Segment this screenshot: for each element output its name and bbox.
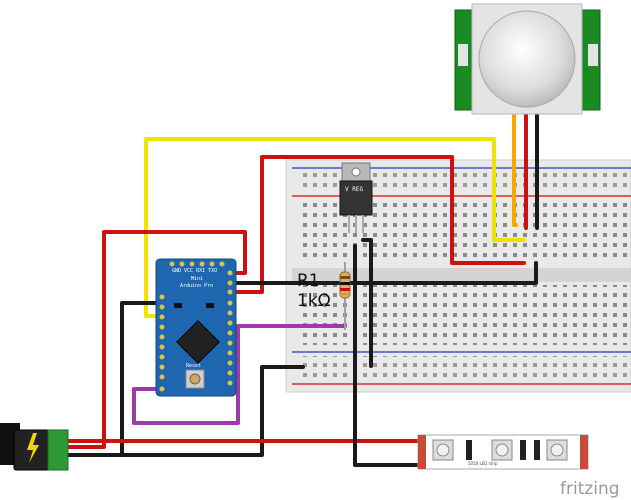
led-strip (417, 434, 589, 470)
voltage-regulator (339, 162, 373, 233)
arduino-name-line2: Arduino Pro (180, 283, 213, 289)
arduino-header-pins: GND VCC RXI TXO (172, 268, 217, 274)
wire-pir-orange (512, 110, 518, 227)
resistor-value: 1kΩ (297, 291, 331, 311)
pir-sensor (454, 3, 601, 115)
wire-black-strip (353, 244, 422, 467)
regulator-label: V REG (345, 186, 363, 193)
wires (60, 110, 539, 467)
wire-black-gnd (230, 261, 538, 285)
wire-yellow-signal (144, 137, 526, 318)
fritzing-logo: fritzing (560, 479, 620, 499)
resistor-r1 (339, 262, 351, 330)
power-jack (0, 423, 69, 471)
led-strip-label: 5050 LED strip (468, 461, 498, 466)
wire-red-strip (60, 439, 422, 449)
lightning-icon (27, 433, 39, 463)
wire-black-gnd-left (60, 301, 160, 457)
arduino-reset-label: Reset (186, 363, 201, 369)
wire-red-regulator (230, 155, 526, 294)
wire-red-vcc (60, 230, 247, 443)
breadboard (285, 159, 631, 393)
resistor-ref: R1 (297, 271, 320, 291)
wire-purple-data (132, 324, 347, 425)
arduino-pro-mini (155, 258, 237, 397)
arduino-name-line1: Mini (191, 276, 203, 282)
wire-black-reg (361, 238, 373, 368)
wire-black-rail (118, 365, 305, 457)
